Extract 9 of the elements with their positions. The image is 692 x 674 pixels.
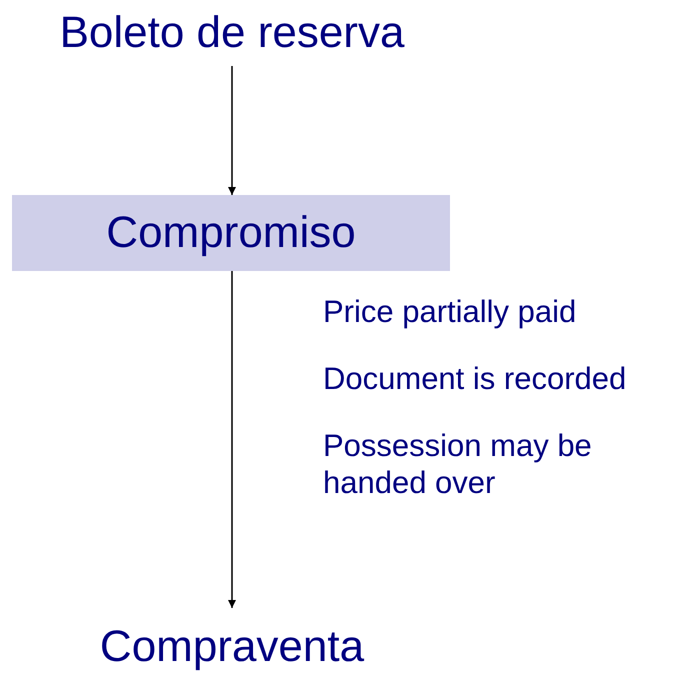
arrow — [228, 271, 236, 608]
arrow — [228, 66, 236, 195]
process-box — [12, 195, 450, 271]
note-text: Price partially paid — [323, 293, 578, 330]
stage-label: Boleto de reserva — [60, 11, 404, 55]
box-label: Compromiso — [106, 211, 356, 255]
note-text: Document is recorded — [323, 360, 628, 398]
note-text: Possession may be handed over — [323, 427, 593, 502]
stage-label: Compraventa — [100, 625, 364, 669]
